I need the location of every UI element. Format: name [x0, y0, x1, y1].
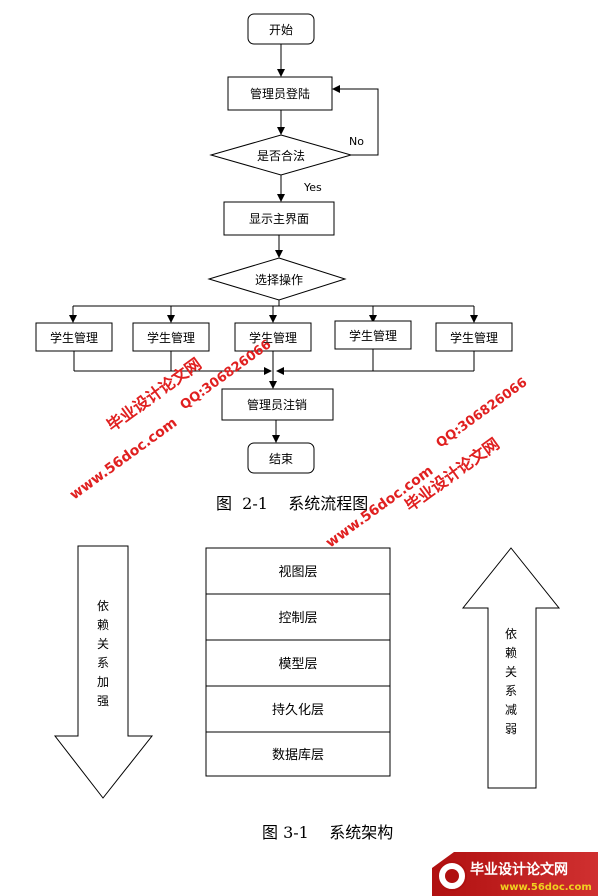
watermark-qq: QQ:306826066 [434, 375, 531, 451]
no-label: No [349, 135, 364, 148]
branch-label: 学生管理 [147, 330, 195, 345]
choose-label: 选择操作 [255, 272, 303, 287]
layer-label: 视图层 [278, 565, 317, 580]
layer-box [205, 685, 391, 733]
layer-box [205, 593, 391, 641]
layer-label: 控制层 [278, 611, 317, 626]
branch-node [35, 322, 113, 352]
arrow-char: 赖 [505, 646, 517, 660]
left-arrow-text: 依 赖 关 系 加 强 [97, 598, 109, 708]
layer-label: 持久化层 [272, 703, 324, 718]
branch-label: 学生管理 [50, 330, 98, 345]
dependency-strengthen-arrow [53, 545, 154, 799]
arrow-char: 依 [97, 598, 109, 613]
brand-url: www.56doc.com [500, 882, 592, 893]
arrow-char: 关 [505, 665, 517, 679]
flowchart: 开始 管理员登陆 是否合法 No Yes 显示主界面 选择操作 [35, 13, 513, 513]
arrow-char: 减 [505, 703, 517, 717]
layer-label: 模型层 [278, 657, 317, 672]
layer-box [205, 731, 391, 777]
login-label: 管理员登陆 [250, 86, 310, 101]
architecture-caption: 图 3-1 系统架构 [262, 823, 393, 842]
arrow-char: 弱 [505, 722, 517, 736]
yes-label: Yes [303, 181, 322, 194]
end-node [247, 442, 315, 474]
branch-node [132, 322, 210, 352]
end-label: 结束 [269, 452, 293, 466]
main-screen-node [223, 201, 335, 236]
brand-title: 毕业设计论文网 [470, 861, 568, 878]
branch-label: 学生管理 [349, 328, 397, 343]
layer-box [205, 547, 391, 595]
arrow-char: 强 [97, 694, 109, 708]
layer-box [205, 639, 391, 687]
start-label: 开始 [269, 23, 293, 37]
right-arrow-text: 依 赖 关 系 减 弱 [505, 626, 517, 736]
arrow-char: 赖 [97, 618, 109, 632]
logout-label: 管理员注销 [247, 397, 307, 412]
brand-badge: 毕业设计论文网 www.56doc.com [432, 852, 598, 896]
login-node [227, 76, 333, 111]
decision-label: 是否合法 [257, 148, 305, 163]
flowchart-caption: 图 2-1 系统流程图 [216, 494, 368, 513]
watermark-right: 毕业设计论文网 QQ:306826066 www.56doc.com [323, 375, 530, 551]
arrow-char: 系 [97, 656, 109, 670]
main-screen-label: 显示主界面 [249, 212, 309, 226]
branch-row: 学生管理 学生管理 学生管理 学生管理 学生管理 [35, 320, 513, 352]
branch-label: 学生管理 [450, 330, 498, 345]
dependency-weaken-arrow [461, 547, 561, 789]
layer-stack: 视图层 控制层 模型层 持久化层 数据库层 [205, 547, 391, 777]
layer-label: 数据库层 [272, 747, 324, 763]
arrow-char: 系 [505, 684, 517, 698]
branch-node [334, 320, 412, 350]
logout-node [221, 388, 334, 421]
arrow-char: 关 [97, 637, 109, 651]
branch-label: 学生管理 [249, 330, 297, 345]
arrow-char: 依 [505, 626, 517, 641]
arrow-char: 加 [97, 675, 109, 689]
architecture-diagram: 依 赖 关 系 加 强 视图层 控制层 模型层 持久化层 数据库层 依 赖 关 … [53, 545, 561, 842]
